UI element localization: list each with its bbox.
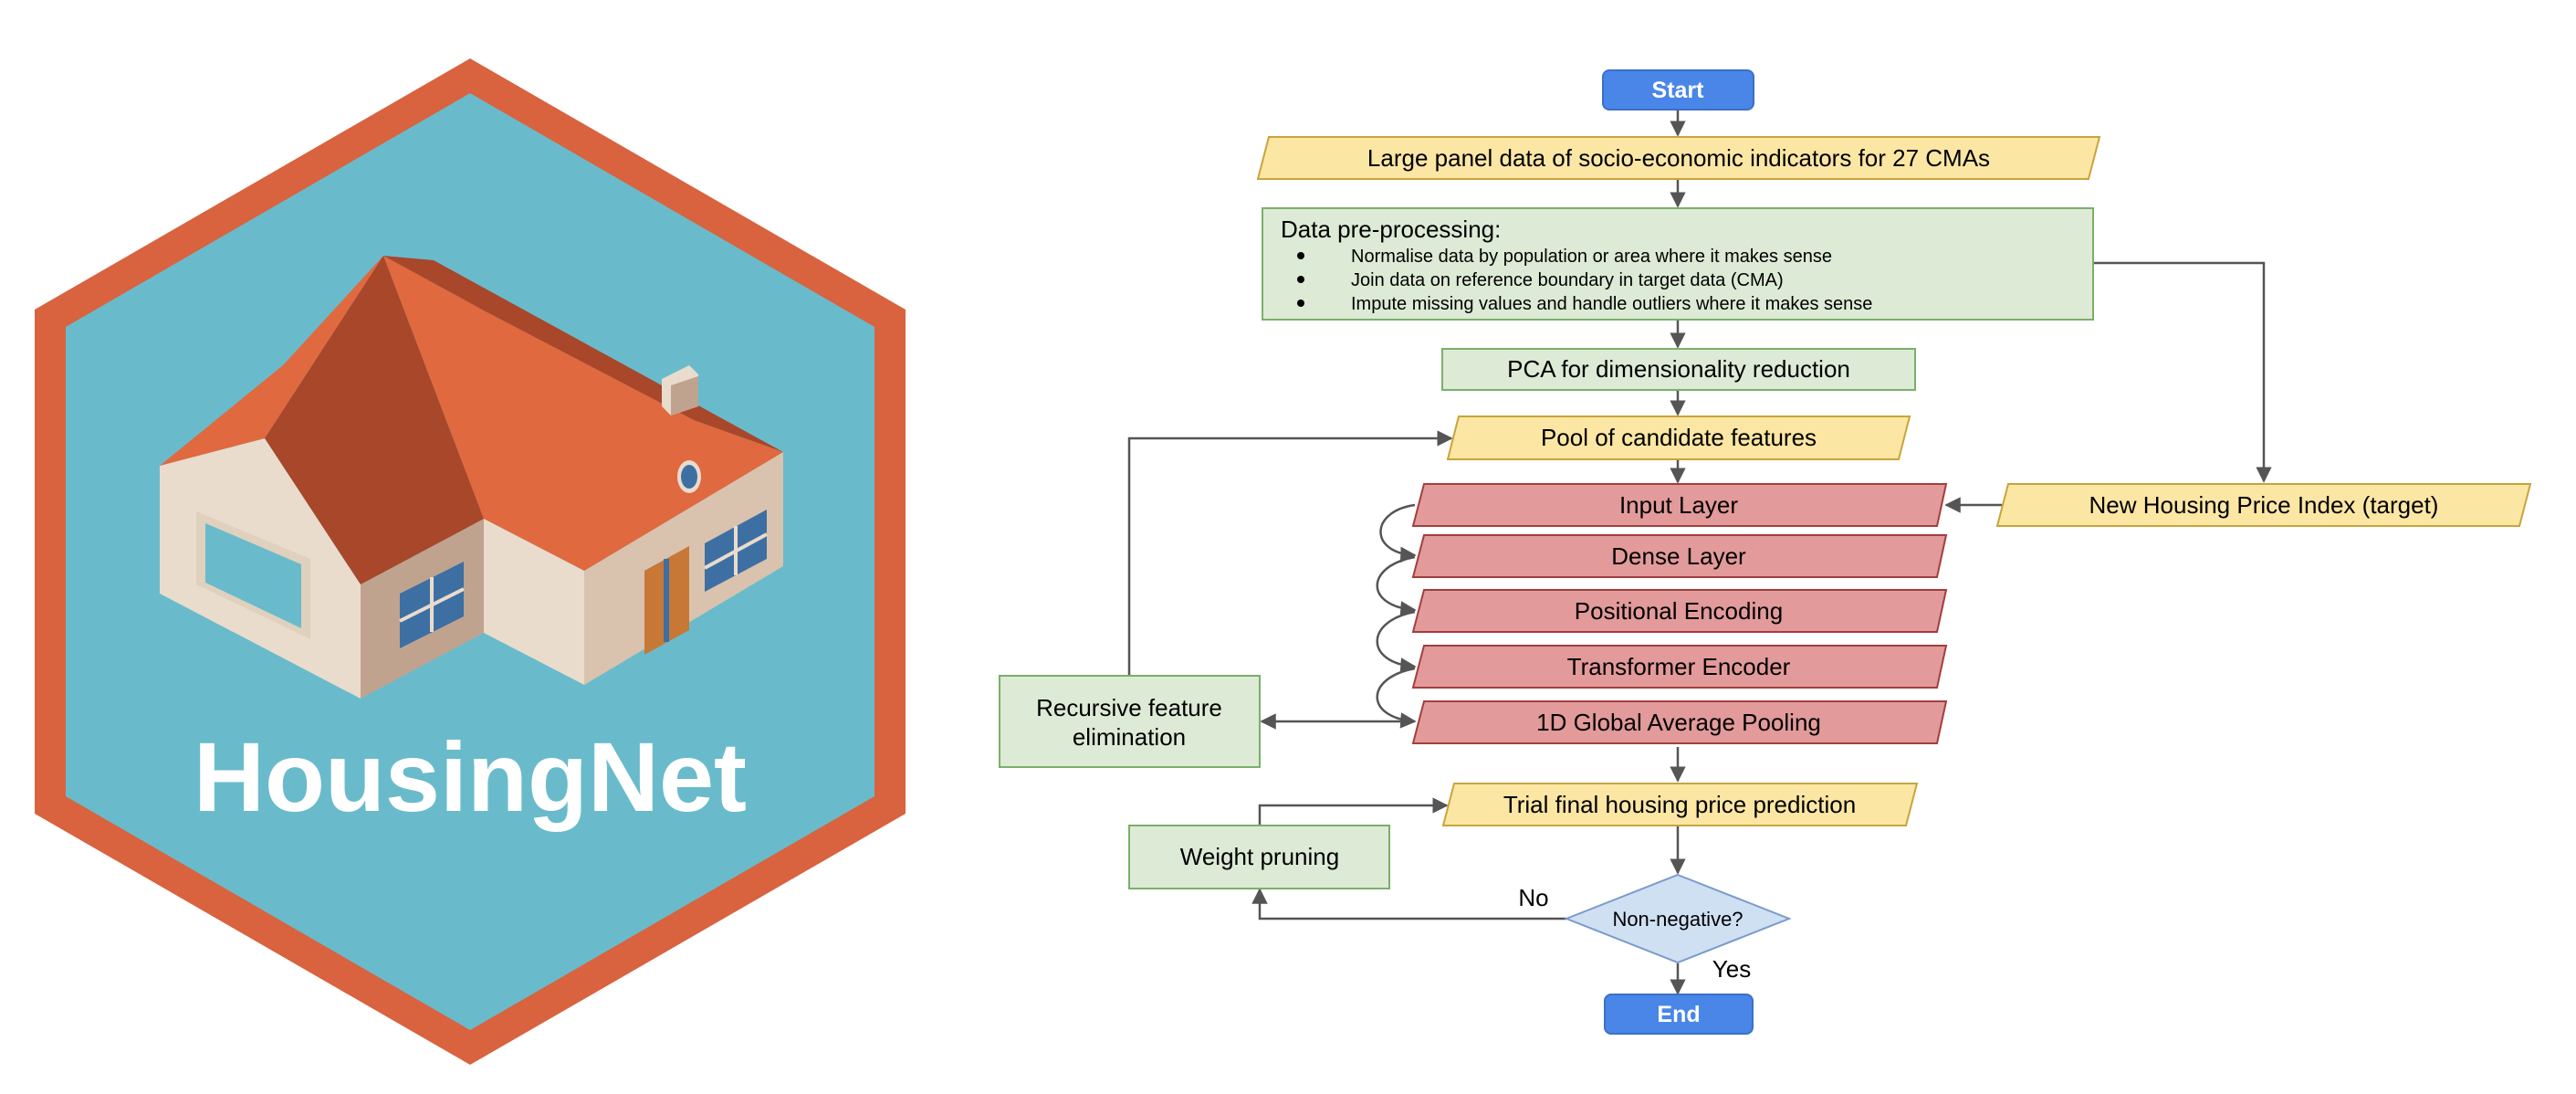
no-label: No: [1518, 884, 1548, 911]
decision-label: Non-negative?: [1612, 908, 1743, 931]
layer-label: Input Layer: [1619, 491, 1738, 519]
layer-label: Positional Encoding: [1575, 597, 1783, 625]
logo-wordmark: HousingNet: [194, 721, 747, 832]
node-end: End: [1604, 994, 1754, 1035]
node-panel-data: Large panel data of socio-economic indic…: [1256, 136, 2101, 180]
bullet-icon: [1297, 252, 1304, 259]
node-transformer-encoder: Transformer Encoder: [1411, 645, 1948, 689]
panel-data-label: Large panel data of socio-economic indic…: [1367, 144, 1990, 172]
preprocessing-bullet: Impute missing values and handle outlier…: [1351, 294, 1872, 314]
node-preprocessing: Data pre-processing: Normalise data by p…: [1262, 207, 2094, 321]
rfe-label-line: Recursive feature: [1036, 694, 1222, 721]
pool-label: Pool of candidate features: [1541, 424, 1817, 451]
bullet-icon: [1297, 276, 1304, 283]
house-illustration: [160, 256, 783, 699]
node-positional-encoding: Positional Encoding: [1411, 589, 1948, 633]
bullet-icon: [1297, 300, 1304, 307]
node-target: New Housing Price Index (target): [1995, 483, 2532, 527]
end-label: End: [1657, 1002, 1700, 1027]
start-label: Start: [1652, 78, 1705, 103]
node-decision: Non-negative?: [1564, 873, 1792, 964]
pca-label: PCA for dimensionality reduction: [1507, 355, 1850, 383]
yes-label: Yes: [1712, 955, 1751, 983]
node-dense-layer: Dense Layer: [1411, 534, 1948, 578]
preprocessing-bullet: Normalise data by population or area whe…: [1351, 247, 1832, 267]
trial-label: Trial final housing price prediction: [1503, 791, 1856, 818]
node-rfe: Recursive feature elimination: [999, 675, 1261, 768]
layer-label: Dense Layer: [1611, 542, 1746, 570]
pruning-label: Weight pruning: [1180, 843, 1339, 870]
node-input-layer: Input Layer: [1411, 483, 1948, 527]
preprocessing-title: Data pre-processing:: [1281, 216, 1501, 243]
node-start: Start: [1602, 69, 1754, 110]
target-label: New Housing Price Index (target): [2089, 491, 2439, 519]
layer-label: 1D Global Average Pooling: [1536, 709, 1821, 736]
node-weight-pruning: Weight pruning: [1128, 825, 1390, 889]
rfe-label-line: elimination: [1073, 723, 1186, 751]
node-pool: Pool of candidate features: [1446, 416, 1911, 460]
node-global-average-pooling: 1D Global Average Pooling: [1411, 700, 1948, 744]
layer-label: Transformer Encoder: [1567, 653, 1791, 680]
connectors: [1127, 110, 2272, 995]
housingnet-logo: HousingNet: [35, 58, 906, 1065]
node-pca: PCA for dimensionality reduction: [1441, 348, 1916, 391]
preprocessing-bullet: Join data on reference boundary in targe…: [1351, 270, 1784, 290]
node-trial: Trial final housing price prediction: [1441, 783, 1919, 826]
